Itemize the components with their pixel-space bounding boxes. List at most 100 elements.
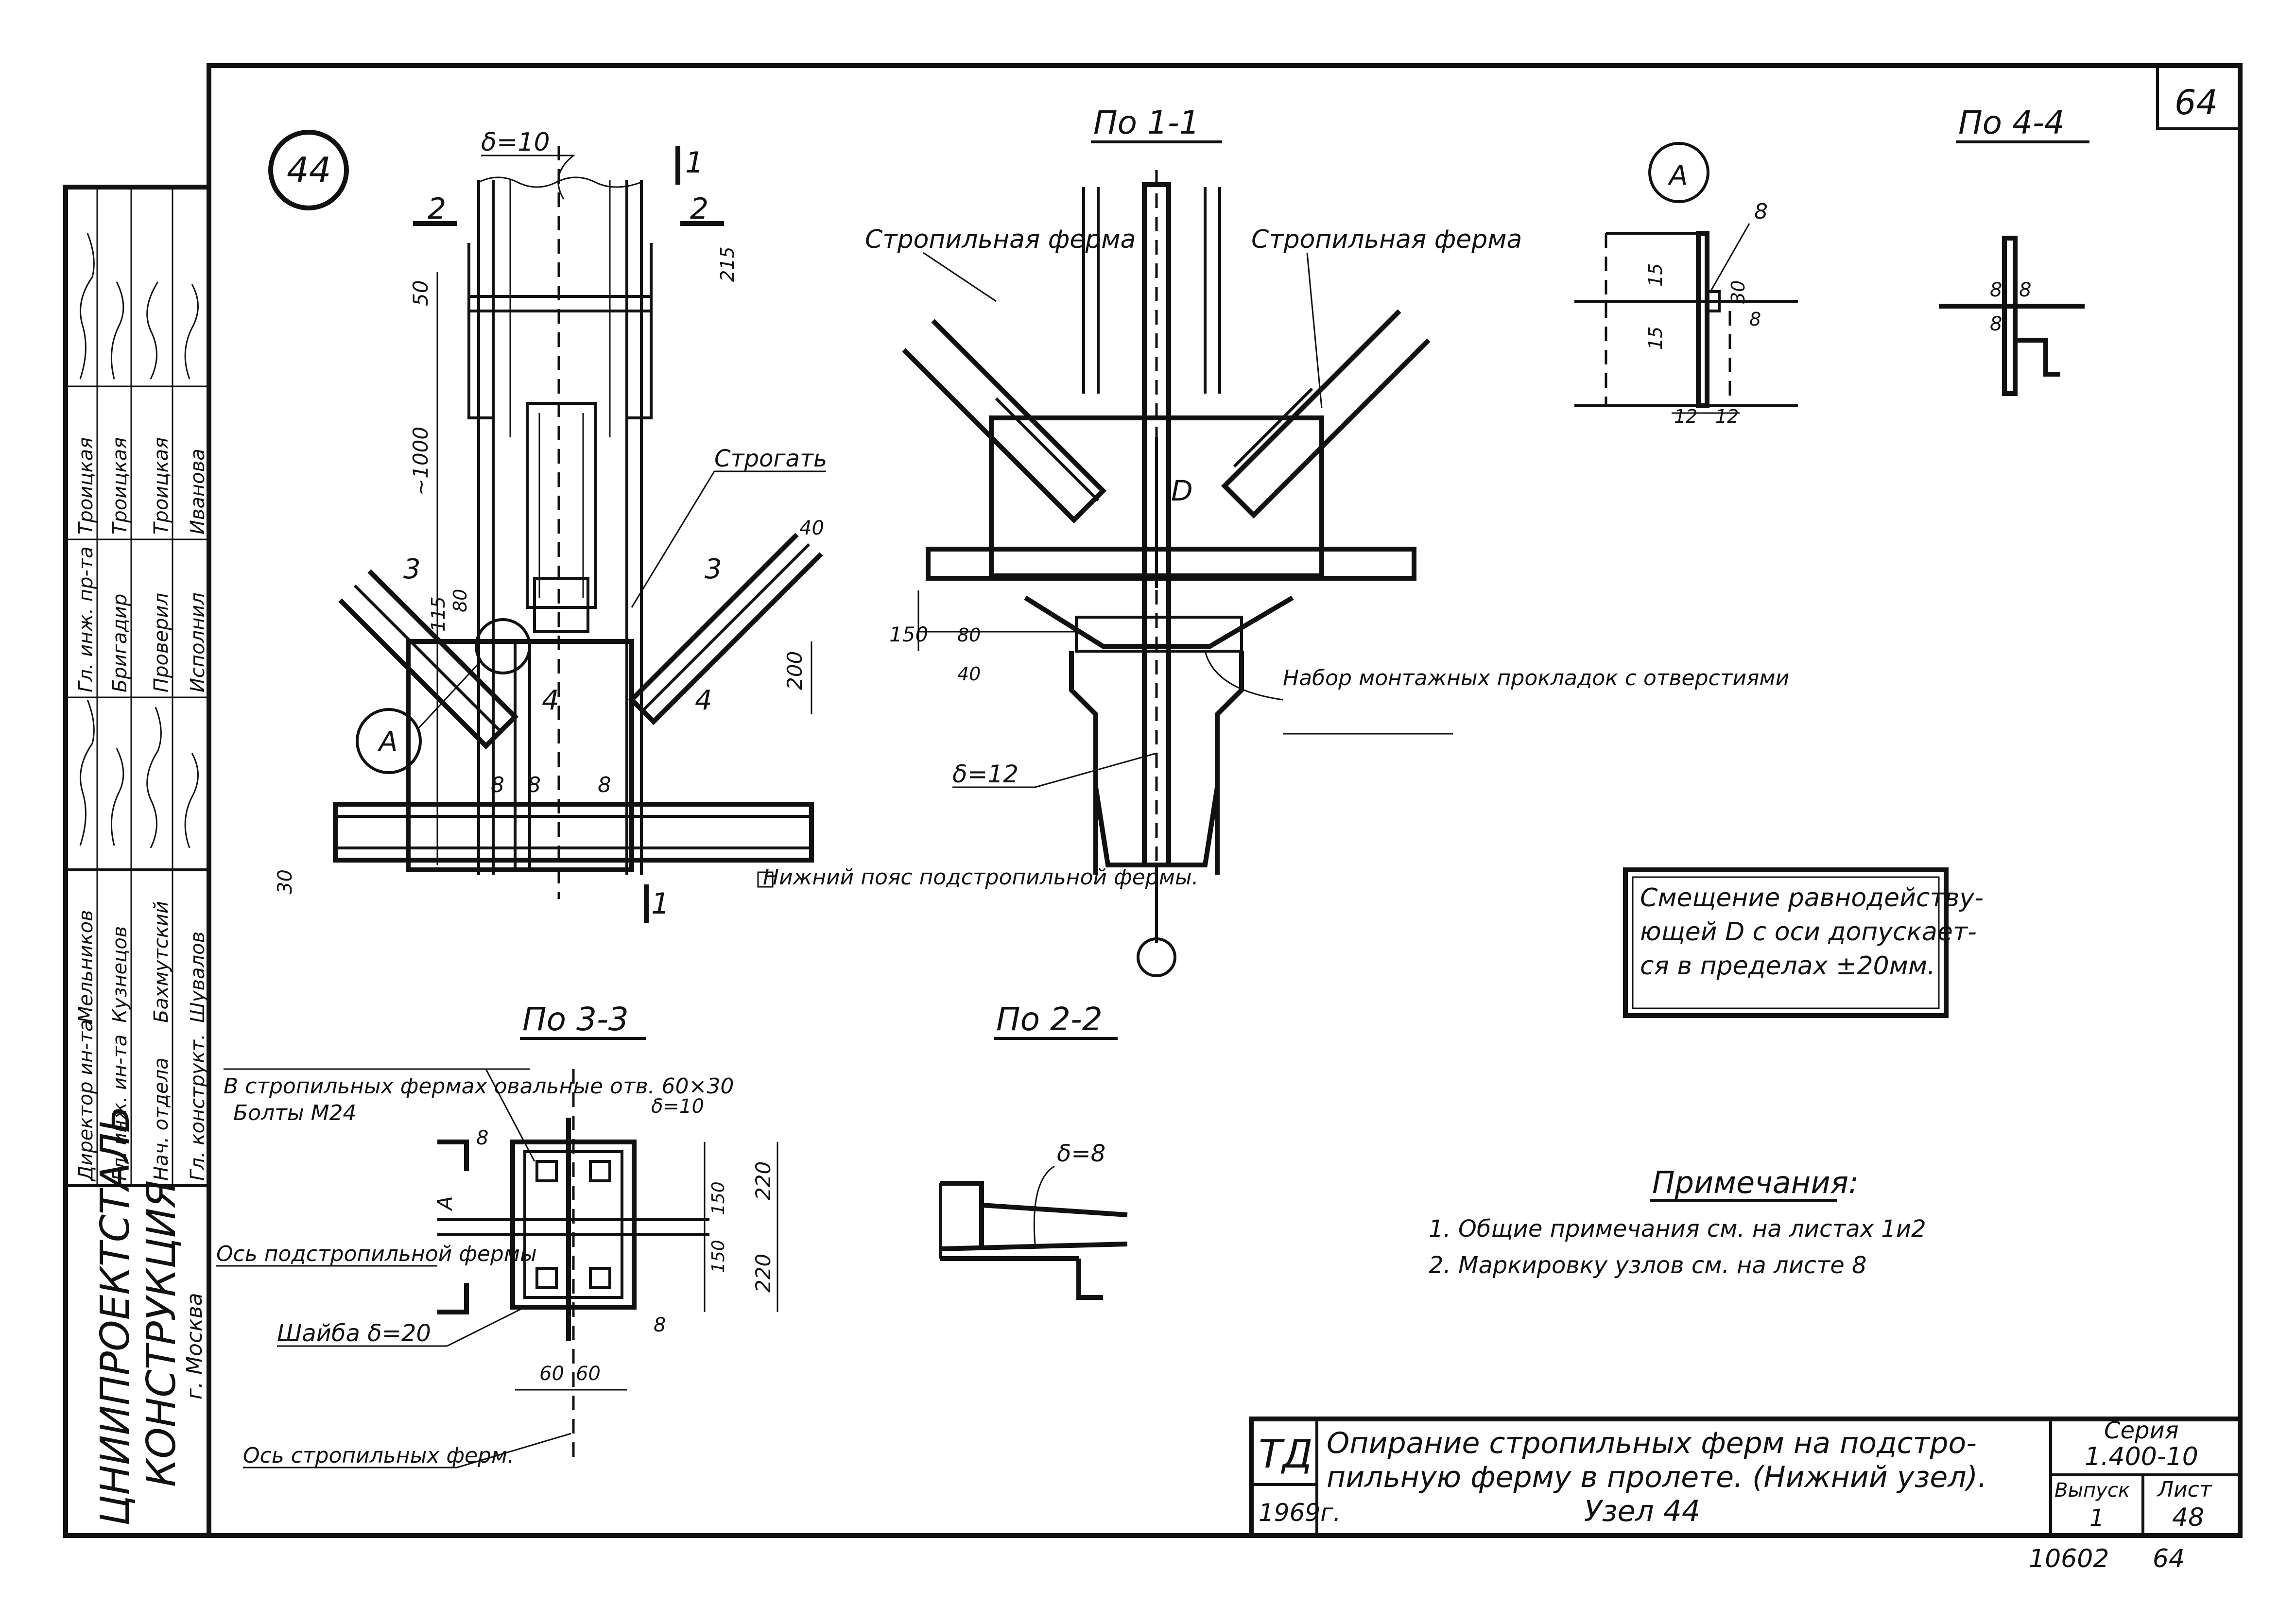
node-number: 44 [287,150,331,190]
section-mark-3: 3 [403,553,421,585]
dim-8-44c: 8 [1990,313,2002,335]
dim-15a: 15 [1645,263,1666,287]
section-mark-3b: 3 [705,553,722,585]
washer-label: Шайба δ=20 [277,1320,431,1347]
stamp-role: Гл. инж. ин-та [109,1035,131,1181]
dim-12b: 12 [1715,406,1739,427]
stamp-name: Троицкая [75,437,97,535]
dim-215: 215 [717,246,738,282]
notes-title: Примечания: [1652,1165,1859,1200]
dim-30b: 30 [1727,280,1749,304]
bolts-label: Болты М24 [233,1101,357,1125]
section-3-3-view: В стропильных фермах овальные отв. 60×30… [216,1068,778,1469]
dim-115: 115 [428,596,449,632]
dim-30: 30 [274,869,296,894]
axis-sub-label: Ось подстропильной фермы [216,1242,537,1266]
note-item-2: 2. Маркировку узлов см. на листе 8 [1429,1252,1867,1279]
dim-8-44a: 8 [1990,279,2002,301]
dim-8c: 8 [598,773,611,797]
stamp-role: Гл. инж. пр-та [75,546,97,692]
stamp-name: Троицкая [109,437,131,535]
dim-60a: 60 [539,1363,564,1385]
dim-8-detail-b: 8 [1749,309,1761,330]
detail-a-circle [1648,142,1709,203]
stamp-role: Нач. отдела [150,1057,173,1181]
dim-15b: 15 [1645,327,1666,350]
title-line-1: Опирание стропильных ферм на подстро- [1327,1426,1977,1460]
sheet-value: 48 [2172,1503,2204,1532]
plane-label: Строгать [714,445,827,472]
section-4-4-view: 8 8 8 [1939,236,2085,396]
issue-value: 1 [2089,1504,2105,1532]
dim-150b: 150 [708,1240,728,1273]
note-box-line-2: ющей D с оси допускает- [1640,917,1977,947]
note-box-line-1: Смещение равнодейству- [1640,883,1984,913]
detail-a-callout-label: А [378,726,397,758]
view-a-mark: А [433,1196,457,1211]
title-block [1249,1417,2243,1538]
stamp-role: Проверил [150,593,173,692]
truss-label-left: Стропильная ферма [865,225,1136,254]
serial-bottom: 10602 [2029,1544,2109,1573]
axis-rafter-label: Ось стропильных ферм. [243,1443,514,1468]
dim-8-44b: 8 [2019,279,2031,301]
section-2-2-view: δ=8 [939,1140,1128,1300]
dim-8-33b: 8 [654,1314,666,1336]
stamp-role: Исполнил [187,592,209,692]
node-number-circle [268,130,349,210]
plate-thickness-label: δ=12 [952,760,1019,788]
truss-label-right: Стропильная ферма [1251,225,1522,254]
dim-150: 150 [889,622,928,646]
dim-12a: 12 [1674,406,1697,427]
series-value: 1.400-10 [2085,1442,2198,1471]
dim-8b: 8 [527,773,541,797]
stamp-column-frame [63,185,211,1538]
section-mark-4: 4 [542,685,559,716]
dim-8a: 8 [491,773,504,797]
section-3-3-title: По 3-3 [522,1001,629,1038]
section-mark-2b: 2 [690,192,708,226]
dim-8-detail: 8 [1754,199,1768,224]
stamp-name: Бахмутский [150,901,173,1023]
shims-label: Набор монтажных прокладок с отверстиями [1283,666,1789,691]
plate-2-2-label: δ=8 [1057,1140,1105,1167]
stamp-role: Бригадир [109,594,131,692]
support-circle [1137,937,1176,977]
title-line-3: Узел 44 [1584,1494,1700,1528]
stamp-name: Мельников [75,910,97,1023]
year-label: 1969г. [1259,1499,1341,1527]
column-thickness-label: δ=10 [481,128,550,157]
dim-220a: 220 [751,1161,775,1200]
page-bottom: 64 [2153,1544,2185,1573]
stamp-name: Кузнецов [109,926,131,1023]
dim-50: 50 [409,280,432,306]
dim-80b: 80 [957,624,981,646]
dim-220b: 220 [751,1254,775,1293]
org-name-2: КОНСТРУКЦИЯ [138,1180,185,1487]
stamp-role: Гл. конструкт. [187,1034,209,1181]
note-box-line-3: ся в пределах ±20мм. [1640,951,1935,981]
sheet-label: Лист [2157,1477,2212,1502]
org-city: г. Москва [182,1293,207,1400]
force-label-d: D [1171,474,1193,507]
signature-marks [79,233,199,848]
section-mark-2: 2 [428,192,446,226]
detail-a-title: А [1668,160,1688,191]
org-name-1: ЦНИИПРОЕКТСТАЛЬ [92,1106,138,1526]
note-item-1: 1. Общие примечания см. на листах 1и2 [1429,1215,1926,1243]
td-label: ТД [1259,1432,1312,1477]
dim-80: 80 [449,589,471,612]
dim-150a: 150 [708,1181,728,1215]
dim-delta-10b: δ=10 [651,1095,704,1118]
section-1-1-view: Стропильная ферма Стропильная ферма D На… [865,170,1789,977]
holes-label: В стропильных фермах овальные отв. 60×30 [224,1074,734,1099]
stamp-name: Троицкая [150,437,173,535]
section-1-1-title: По 1-1 [1093,104,1200,141]
dim-40b: 40 [957,663,981,685]
section-mark-1b: 1 [651,887,670,921]
stamp-name: Шувалов [187,932,209,1023]
note-box [1623,867,1949,1018]
dim-200: 200 [783,651,807,690]
dim-1000: ~1000 [409,427,432,496]
